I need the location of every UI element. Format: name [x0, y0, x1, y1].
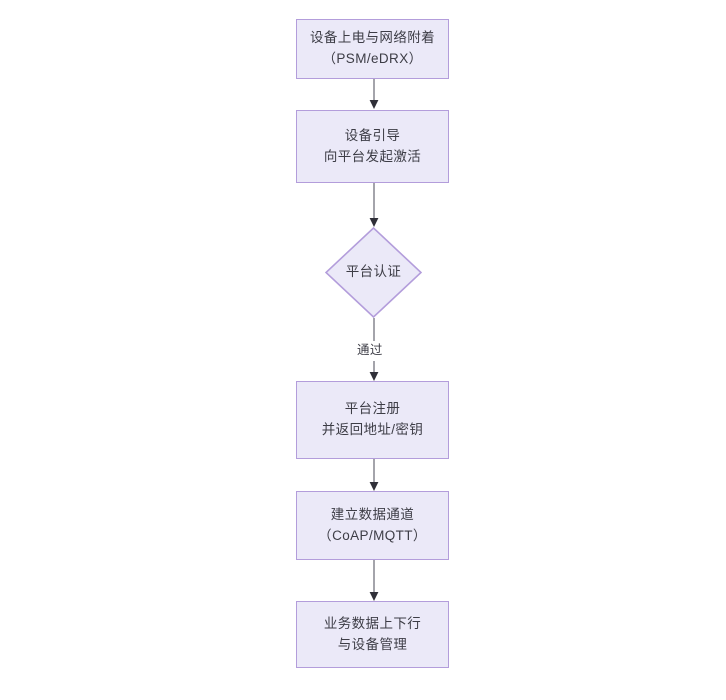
node-label-line2: （CoAP/MQTT）: [318, 527, 427, 543]
edge-n5-n6: [366, 560, 382, 602]
node-label-line1: 平台注册: [344, 401, 401, 417]
edge-label-pass: 通过: [354, 341, 386, 361]
edge-n2-n3: [366, 182, 382, 228]
node-business-data-and-device-management[interactable]: 业务数据上下行 与设备管理: [296, 601, 449, 668]
node-device-power-on[interactable]: 设备上电与网络附着 （PSM/eDRX）: [296, 19, 449, 79]
node-label-line2: 向平台发起激活: [323, 148, 422, 164]
node-label-line1: 平台认证: [345, 264, 402, 280]
node-label-line1: 设备上电与网络附着: [309, 30, 436, 46]
node-label-line2: 并返回地址/密钥: [321, 422, 424, 437]
node-label-line1: 设备引导: [344, 127, 401, 143]
diamond-shape: [325, 227, 422, 318]
node-label-line1: 业务数据上下行: [323, 615, 422, 631]
node-platform-authentication[interactable]: 平台认证: [325, 227, 422, 318]
node-platform-registration[interactable]: 平台注册 并返回地址/密钥: [296, 381, 449, 459]
node-data-channel[interactable]: 建立数据通道 （CoAP/MQTT）: [296, 491, 449, 560]
node-label-line2: （PSM/eDRX）: [322, 51, 423, 66]
edge-n1-n2: [366, 78, 382, 110]
node-device-bootstrap[interactable]: 设备引导 向平台发起激活: [296, 110, 449, 183]
edge-n4-n5: [366, 459, 382, 492]
node-label-line2: 与设备管理: [337, 636, 408, 652]
node-label-line1: 建立数据通道: [330, 506, 415, 522]
